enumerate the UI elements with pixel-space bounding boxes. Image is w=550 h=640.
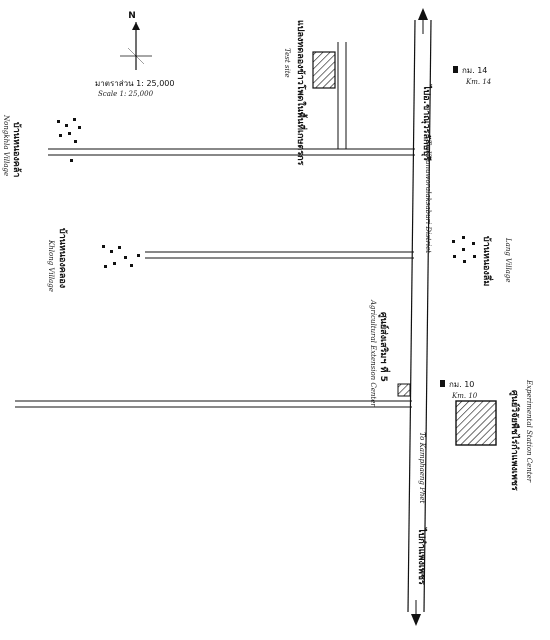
side-road-middle xyxy=(145,251,414,259)
khlong-village-houses xyxy=(102,245,140,268)
main-highway xyxy=(407,8,432,626)
scale-english: Scale 1: 25,000 xyxy=(98,90,154,98)
nongkhla-village-thai: บ้านหนองคล้า xyxy=(11,122,22,177)
road-label-kamphaeng-phet-en: To Kamphaeng Phet xyxy=(418,432,426,503)
experimental-center-en: Experimental Station Center xyxy=(525,379,533,483)
scale-thai: มาตราส่วน 1: 25,000 xyxy=(95,79,174,88)
nongkhla-village-en: Nongkhla Village xyxy=(2,114,10,176)
test-site-label-en: Test site xyxy=(283,48,291,78)
km10-marker xyxy=(440,380,445,387)
lang-village-houses xyxy=(452,236,476,263)
km10-thai: กม. 10 xyxy=(449,380,474,389)
experimental-center-plot xyxy=(455,400,497,446)
khlong-village-thai: บ้านหนองคลอง xyxy=(57,228,68,288)
road-label-khanuworalaksaburi-thai: ไปอ.ขาณุวรลักษบุรี xyxy=(421,84,433,161)
extension-center-plot xyxy=(397,383,411,397)
road-label-kamphaeng-phet-thai: ไปกำแพงเพชร xyxy=(416,527,428,585)
road-label-khanuworalaksaburi-en: To Khanuworalaksaburi District xyxy=(424,140,432,253)
nongkhla-village-houses xyxy=(57,118,81,162)
km14-english: Km. 14 xyxy=(465,78,491,86)
extension-center-en: Agricultural Extension Center xyxy=(369,299,377,407)
north-arrow: N xyxy=(120,11,152,70)
test-site-road xyxy=(337,42,347,149)
north-label: N xyxy=(128,11,136,21)
side-road-south xyxy=(15,400,412,408)
test-site-plot xyxy=(312,51,336,89)
extension-center-thai: ศูนย์ส่งเสริมฯ ที่ 5 xyxy=(378,312,391,382)
lang-village-thai: บ้านหนองลึ่ม xyxy=(481,236,494,286)
km14-marker xyxy=(453,66,458,73)
test-site-label-thai: แปลงทดลองข้าวโพดในพื้นที่เกษตรกร xyxy=(295,20,308,166)
km14-thai: กม. 14 xyxy=(462,66,487,75)
lang-village-en: Lang Village xyxy=(504,237,512,282)
khlong-village-en: Khlong Village xyxy=(47,239,55,292)
km10-english: Km. 10 xyxy=(451,392,478,400)
side-road-north xyxy=(48,148,415,156)
experimental-center-thai: ศูนย์วิจัยพืชไร่กำแพงเพชร xyxy=(509,390,521,491)
